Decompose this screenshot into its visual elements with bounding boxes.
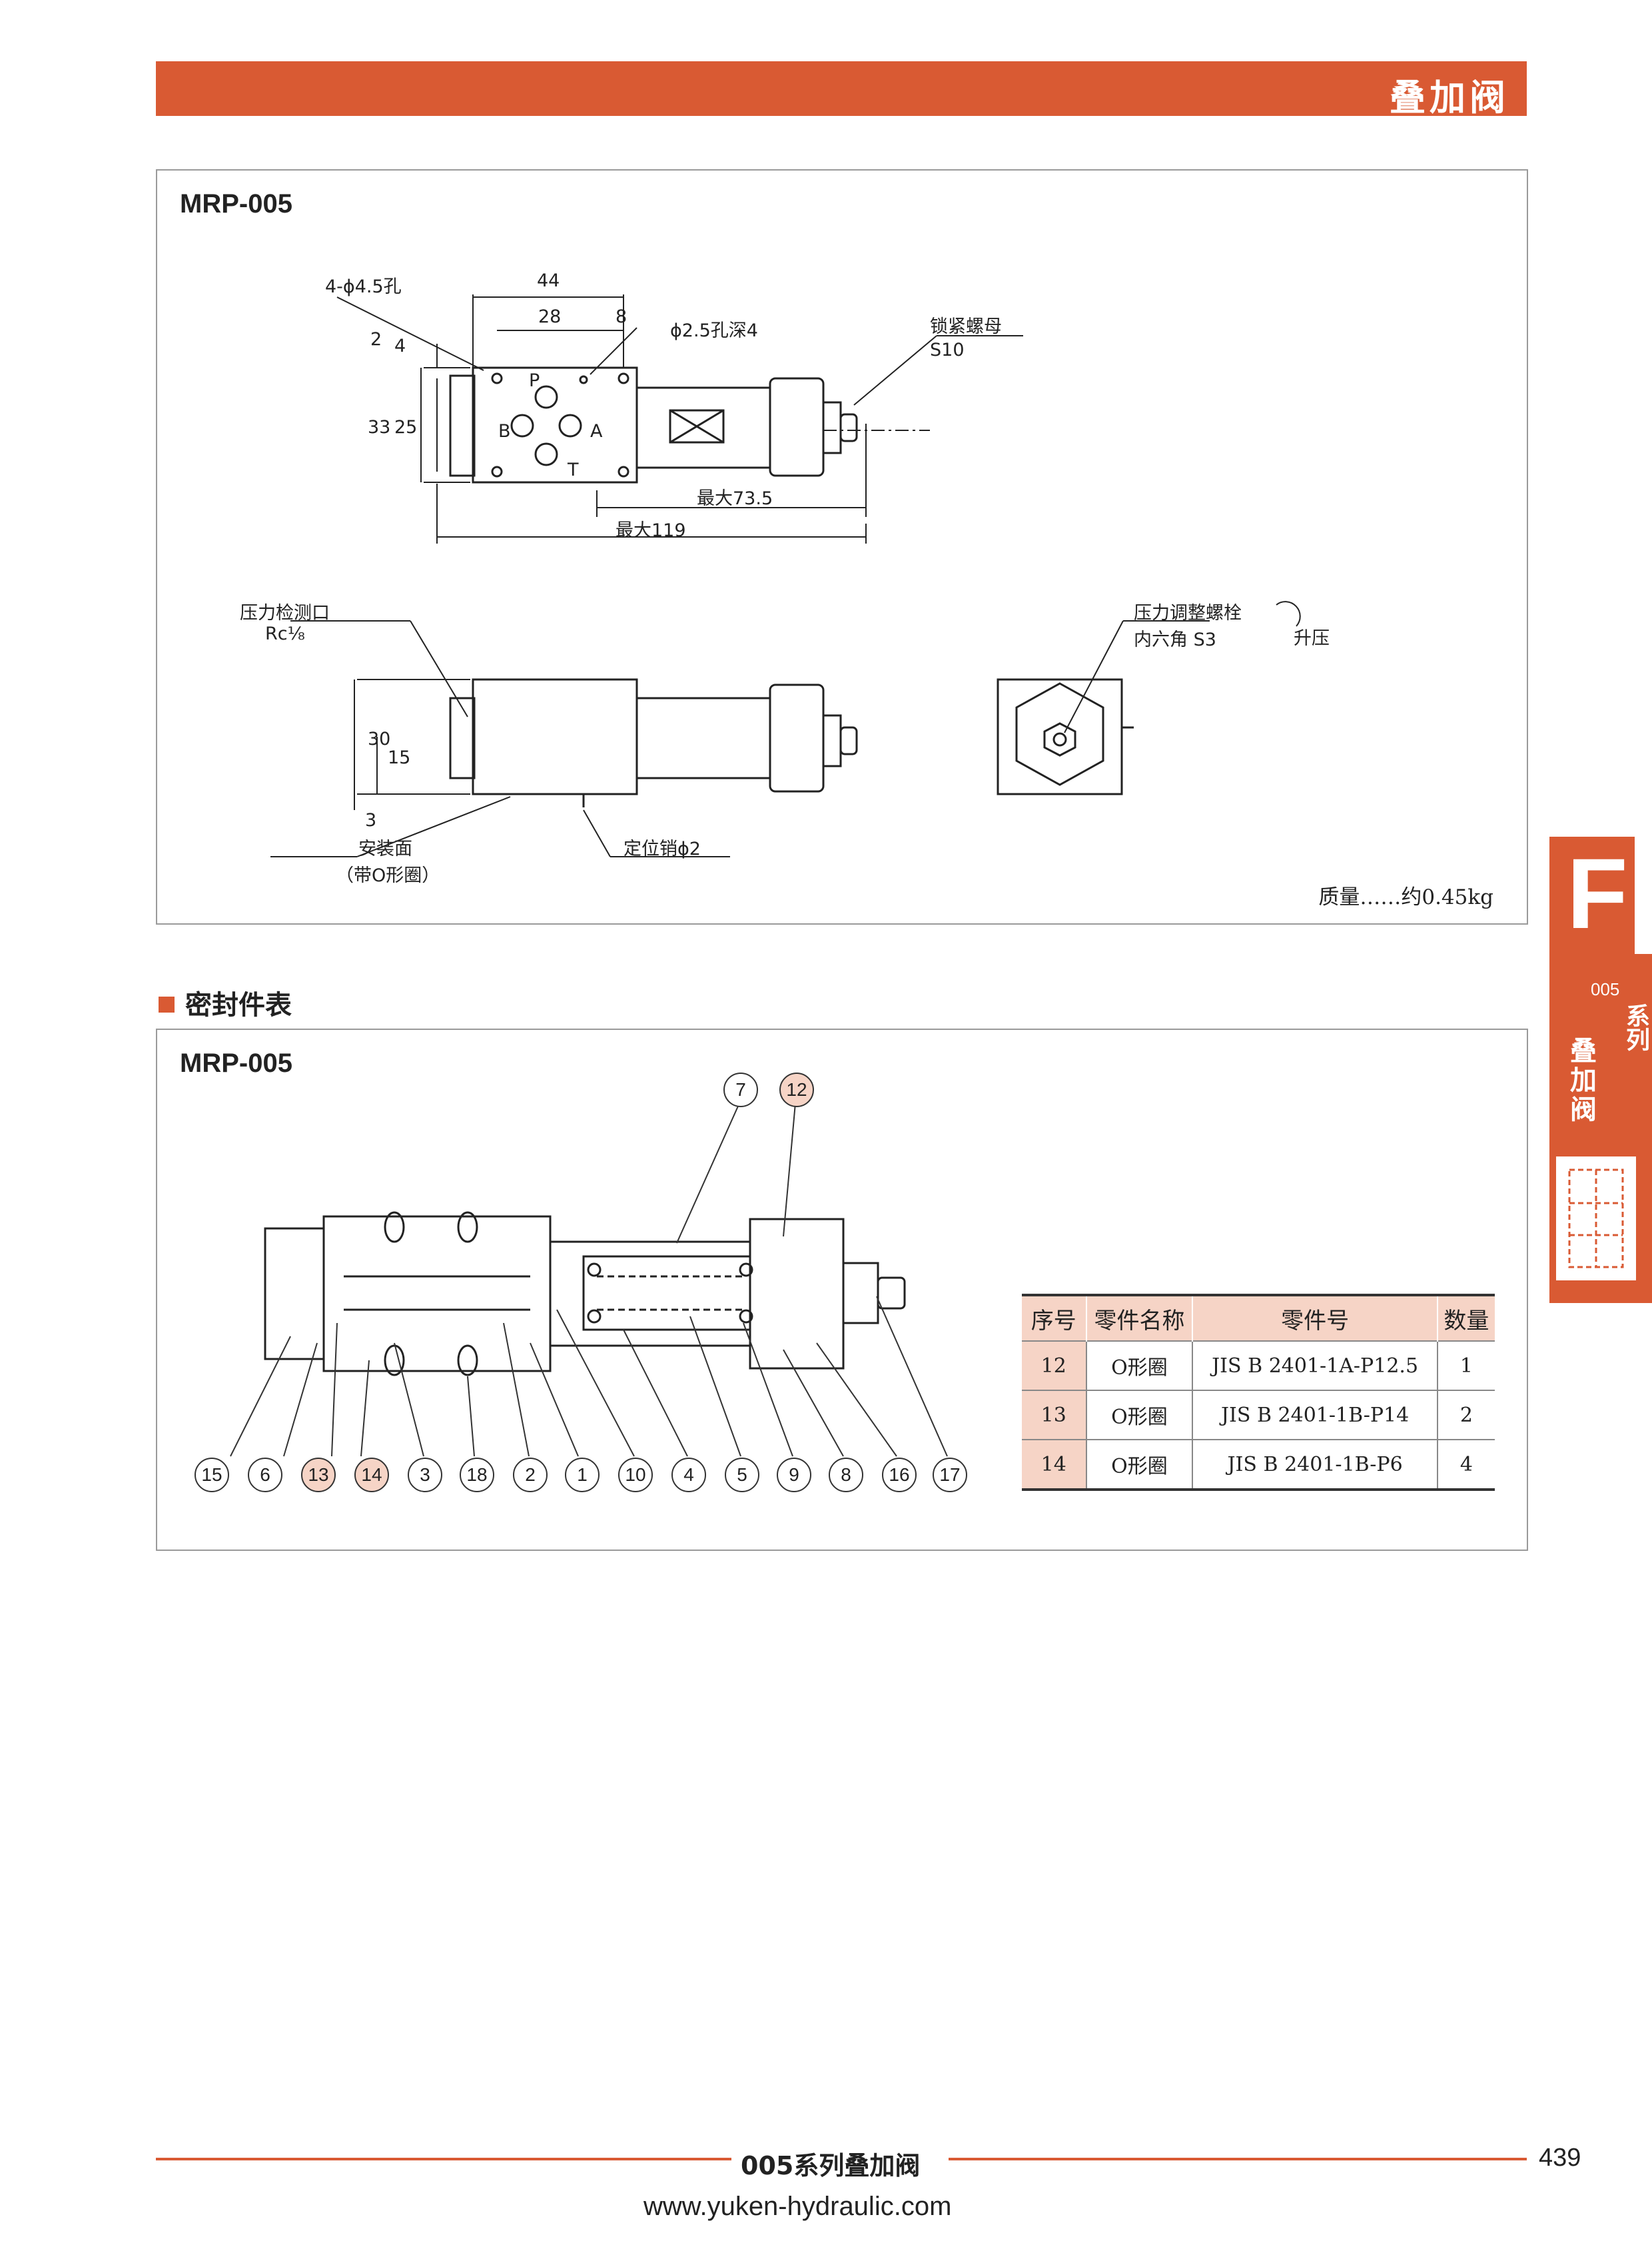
cell-part-number: JIS B 2401-1A-P12.5 (1192, 1340, 1438, 1390)
label-dim-25: 25 (394, 417, 418, 438)
side-view-body (472, 678, 638, 795)
footer-url[interactable]: www.yuken-hydraulic.com (643, 2192, 952, 2221)
label-max-73-5: 最大73.5 (697, 488, 773, 509)
footer-rule-left (156, 2158, 731, 2160)
label-mount-face: 安装面 (358, 839, 412, 859)
valve-symbol-icon (1556, 1156, 1636, 1280)
label-locating-pin: 定位销ϕ2 (623, 839, 701, 859)
label-dim-30: 30 (368, 729, 391, 749)
table-row: 12 O形圈 JIS B 2401-1A-P12.5 1 (1022, 1340, 1495, 1390)
col-part-number: 零件号 (1192, 1295, 1438, 1341)
callout-7: 7 (723, 1073, 758, 1107)
label-rc: Rc⅛ (265, 624, 305, 644)
label-gauge-port: 压力检测口 (240, 603, 330, 624)
callout-16: 16 (882, 1458, 917, 1492)
callout-10: 10 (618, 1458, 653, 1492)
callout-8: 8 (829, 1458, 863, 1492)
table-row: 13 O形圈 JIS B 2401-1B-P14 2 (1022, 1390, 1495, 1440)
label-port-a: A (590, 421, 603, 442)
callout-1: 1 (565, 1458, 600, 1492)
dimension-drawing-panel: MRP-005 (156, 169, 1528, 925)
cell-no: 13 (1022, 1390, 1086, 1440)
cell-part-name: O形圈 (1085, 1340, 1193, 1390)
callout-9: 9 (777, 1458, 811, 1492)
label-holes: 4-ϕ4.5孔 (325, 276, 402, 297)
side-tab-letter: F (1567, 837, 1628, 949)
callout-5: 5 (725, 1458, 759, 1492)
square-bullet-icon (159, 997, 175, 1013)
label-dim-8: 8 (616, 306, 627, 327)
cell-part-number: JIS B 2401-1B-P14 (1192, 1390, 1438, 1440)
cell-qty: 4 (1436, 1439, 1495, 1490)
label-dim-28: 28 (538, 306, 562, 327)
panel-model-title: MRP-005 (180, 189, 292, 219)
footer-rule-right (949, 2158, 1527, 2160)
side-tab-notch (1635, 837, 1652, 954)
label-port-p: P (529, 370, 540, 391)
footer-title: 005系列叠加阀 (741, 2151, 921, 2180)
page-number: 439 (1539, 2144, 1581, 2172)
label-increase: 升压 (1294, 628, 1330, 649)
label-max-119: 最大119 (616, 520, 686, 541)
callout-12: 12 (779, 1073, 814, 1107)
header-bar: 叠加阀 (156, 61, 1527, 119)
table-row: 14 O形圈 JIS B 2401-1B-P6 4 (1022, 1439, 1495, 1490)
label-pin-hole: ϕ2.5孔深4 (670, 320, 758, 341)
section-side-tab: F 005 系列 叠加阀 (1549, 837, 1652, 1303)
callout-17: 17 (933, 1458, 967, 1492)
sectional-drawing (230, 1103, 948, 1457)
callout-6: 6 (248, 1458, 282, 1492)
label-dim-2: 2 (370, 329, 382, 350)
label-dim-3: 3 (365, 810, 377, 831)
panel-model-title-2: MRP-005 (180, 1049, 292, 1078)
cell-part-name: O形圈 (1085, 1390, 1193, 1440)
side-tab-series-number: 005 (1591, 979, 1620, 999)
label-dim-44: 44 (537, 270, 560, 291)
callout-2: 2 (513, 1458, 548, 1492)
callout-14: 14 (354, 1458, 389, 1492)
dimension-drawing (270, 294, 1301, 857)
label-port-b: B (498, 421, 511, 442)
cell-no: 14 (1022, 1439, 1086, 1490)
label-lock-nut: 锁紧螺母 (930, 316, 1002, 337)
cell-part-number: JIS B 2401-1B-P6 (1192, 1439, 1438, 1490)
callout-15: 15 (195, 1458, 229, 1492)
label-hex-socket: 内六角 S3 (1134, 630, 1216, 650)
seal-table: 序号 零件名称 零件号 数量 12 O形圈 JIS B 2401-1A-P12.… (1022, 1294, 1495, 1491)
callout-18: 18 (460, 1458, 494, 1492)
side-tab-name: 叠加阀 (1566, 1037, 1595, 1125)
mass-note: 质量……约0.45kg (1318, 885, 1493, 909)
col-part-name: 零件名称 (1085, 1295, 1193, 1341)
col-no: 序号 (1022, 1295, 1086, 1341)
cell-qty: 1 (1436, 1340, 1495, 1390)
cell-qty: 2 (1436, 1390, 1495, 1440)
label-port-t: T (568, 460, 579, 480)
cell-no: 12 (1022, 1340, 1086, 1390)
label-dim-33: 33 (368, 417, 391, 438)
header-title: 叠加阀 (1390, 77, 1509, 119)
callout-13: 13 (301, 1458, 336, 1492)
label-with-oring: （带O形圈） (336, 865, 440, 886)
cell-part-name: O形圈 (1085, 1439, 1193, 1490)
label-dim-4: 4 (394, 336, 406, 356)
label-adj-screw: 压力调整螺栓 (1134, 603, 1242, 624)
label-dim-15: 15 (388, 747, 411, 768)
top-view-body (472, 366, 638, 484)
label-s10: S10 (930, 340, 965, 360)
callout-3: 3 (408, 1458, 442, 1492)
col-qty: 数量 (1436, 1295, 1495, 1341)
callout-4: 4 (671, 1458, 706, 1492)
end-view-body (997, 678, 1123, 795)
seal-table-header-row: 序号 零件名称 零件号 数量 (1022, 1295, 1495, 1341)
side-tab-series-label: 系列 (1623, 1003, 1650, 1051)
section-seal-table-heading: 密封件表 (159, 983, 292, 1022)
